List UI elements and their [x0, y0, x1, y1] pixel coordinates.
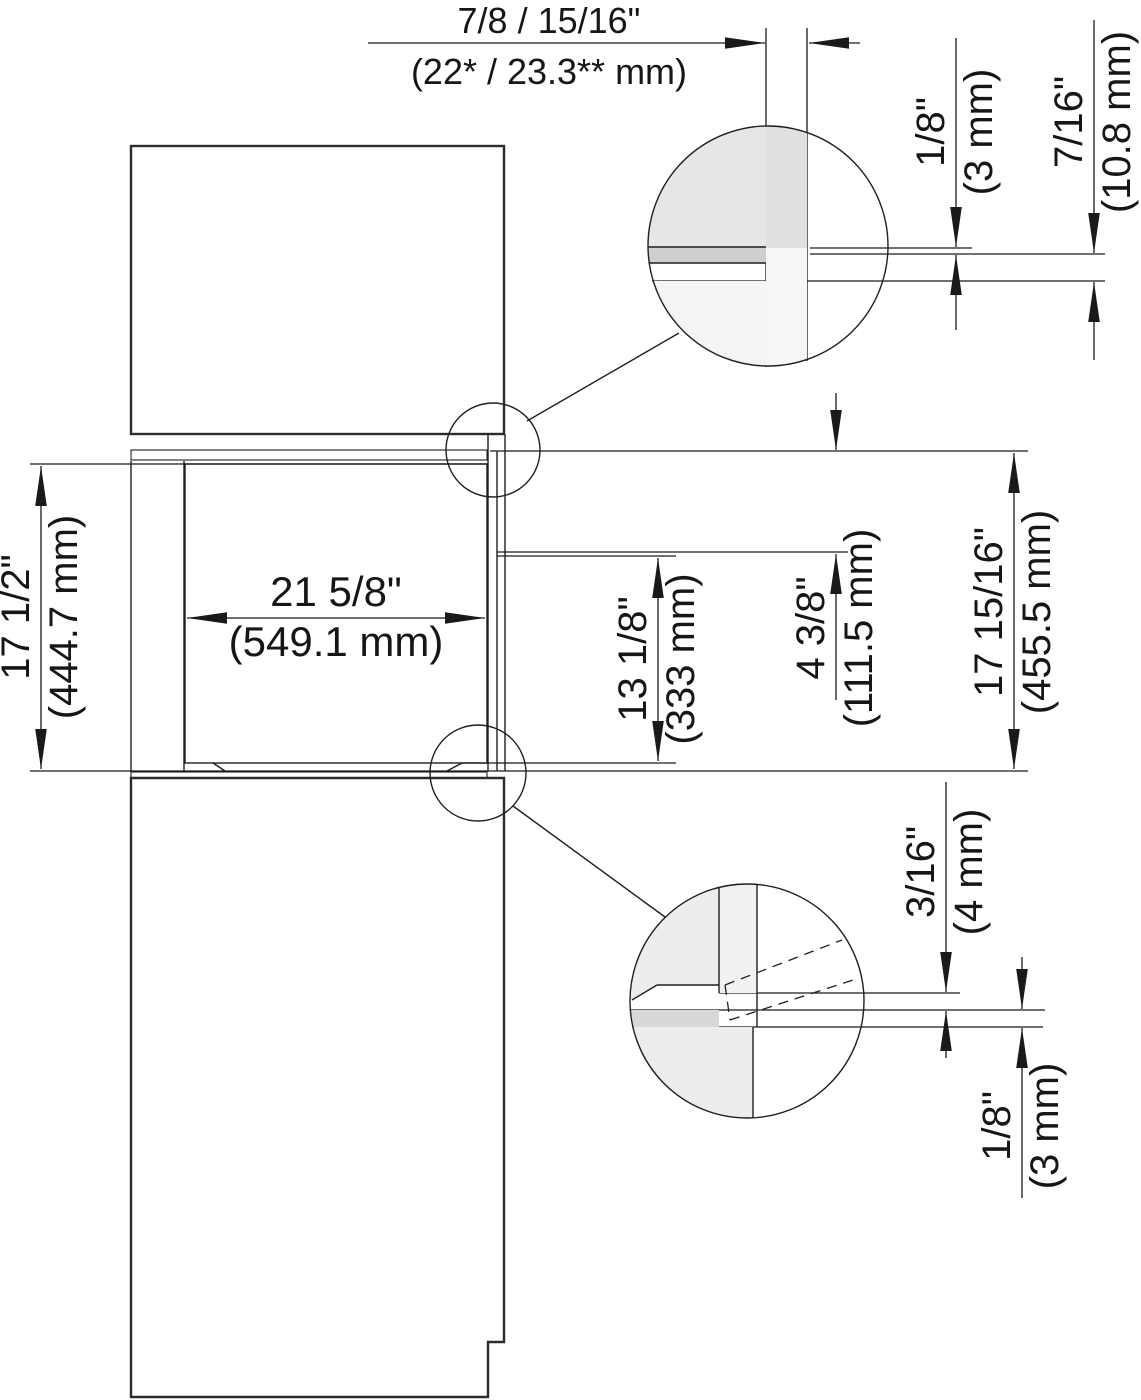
dim-top-overlap: 7/16" (10.8 mm): [1047, 20, 1139, 360]
dim-top-overlap-inch: 7/16": [1047, 76, 1091, 168]
dim-top-width-mm: (22* / 23.3** mm): [411, 51, 687, 92]
dim-bottom-gap: 3/16" (4 mm): [899, 782, 991, 1058]
top-detail-content: [648, 126, 807, 366]
upper-furniture-front: [129, 144, 506, 436]
dim-top-width-inch: 7/8 / 15/16": [458, 0, 641, 41]
upper-trim-strip: [130, 449, 488, 461]
dim-niche-width-mm: (549.1 mm): [229, 618, 444, 665]
top-corner-callout-circle: [445, 402, 541, 498]
lower-furniture-front: [129, 776, 506, 1399]
dim-niche-width: 21 5/8" (549.1 mm): [187, 568, 485, 665]
dim-front-height-mm: (455.5 mm): [1015, 510, 1059, 715]
dim-bottom-reveal-mm: (3 mm): [1023, 1063, 1067, 1190]
top-detail-view: [445, 125, 889, 498]
top-detail-circle: [647, 125, 889, 367]
cabinet-section: [129, 144, 506, 1399]
dim-niche-height-mm: (444.7 mm): [42, 515, 86, 720]
dim-front-height: 17 15/16" (455.5 mm): [967, 453, 1059, 769]
reference-lines: [30, 28, 1105, 1028]
bottom-corner-callout-circle: [429, 724, 527, 822]
dim-door-height-inch: 13 1/8": [611, 596, 655, 721]
bottom-detail-content: [630, 884, 854, 1118]
dim-top-gap: 1/8" (3 mm): [909, 38, 1001, 330]
dim-niche-height-inch: 17 1/2": [0, 554, 38, 679]
bottom-detail-leader-line: [512, 805, 666, 918]
dim-panel-height-mm: (111.5 mm): [837, 529, 881, 728]
dim-panel-height: 4 3/8" (111.5 mm): [789, 393, 881, 727]
dim-bottom-gap-inch: 3/16": [899, 826, 943, 918]
bottom-detail-circle: [629, 883, 865, 1119]
open-door-dashed-outline: [724, 939, 854, 1021]
dim-niche-height: 17 1/2" (444.7 mm): [0, 466, 86, 769]
dim-bottom-gap-mm: (4 mm): [947, 809, 991, 936]
dim-top-gap-mm: (3 mm): [957, 69, 1001, 196]
dim-door-height-mm: (333 mm): [659, 573, 703, 744]
dim-top-width: 7/8 / 15/16" (22* / 23.3** mm): [368, 0, 860, 92]
dim-top-overlap-mm: (10.8 mm): [1095, 31, 1139, 213]
dim-front-height-inch: 17 15/16": [967, 527, 1011, 697]
dim-niche-width-inch: 21 5/8": [270, 568, 402, 615]
bottom-detail-view: [429, 724, 865, 1119]
dim-top-gap-inch: 1/8": [909, 97, 953, 167]
dim-bottom-reveal: 1/8" (3 mm): [975, 957, 1067, 1198]
top-detail-leader-line: [526, 332, 680, 422]
side-wall-lines: [130, 434, 506, 772]
dim-door-height: 13 1/8" (333 mm): [611, 558, 703, 761]
dim-panel-height-inch: 4 3/8": [789, 576, 833, 679]
dim-bottom-reveal-inch: 1/8": [975, 1091, 1019, 1161]
